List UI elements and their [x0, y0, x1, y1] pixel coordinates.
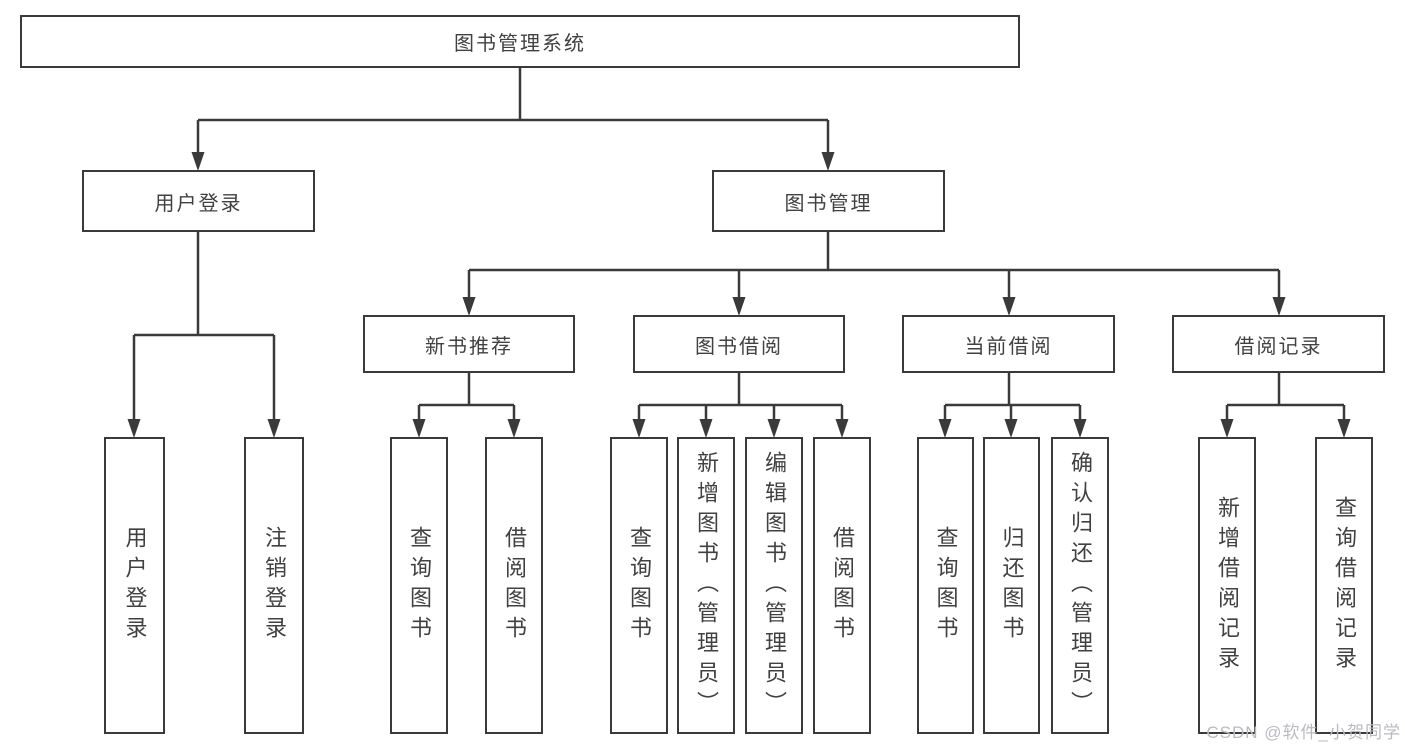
- node-borrow-records: 借阅记录: [1172, 315, 1385, 373]
- connector-new-book-recommend-to-leaves: [417, 373, 516, 420]
- connector-borrow-records-to-leaves: [1225, 373, 1346, 420]
- leaf-label: 新增图书（管理员）: [694, 450, 719, 721]
- leaf-label: 编辑图书（管理员）: [762, 450, 787, 721]
- node-library-management-system: 图书管理系统: [20, 15, 1020, 68]
- leaf-label: 确认归还（管理员）: [1068, 450, 1093, 721]
- connector-user-login-to-leaves: [132, 232, 276, 420]
- connector-book-management-to-level3: [467, 232, 1281, 298]
- leaf-label: 新增借阅记录: [1215, 495, 1240, 676]
- node-user-login: 用户登录: [82, 170, 315, 232]
- connector-root-to-level2: [196, 68, 830, 153]
- leaf-label: 查询图书: [627, 525, 652, 646]
- leaf-borrow-books: 借阅图书: [813, 437, 871, 734]
- leaf-label: 查询借阅记录: [1332, 495, 1357, 676]
- leaf-label: 归还图书: [999, 525, 1025, 646]
- leaf-query-borrow-record: 查询借阅记录: [1315, 437, 1373, 734]
- leaf-return-books: 归还图书: [983, 437, 1040, 734]
- leaf-add-books-admin: 新增图书（管理员）: [677, 437, 735, 734]
- leaf-label: 用户登录: [122, 525, 148, 646]
- leaf-query-books-recommend: 查询图书: [390, 437, 448, 734]
- leaf-edit-books-admin: 编辑图书（管理员）: [745, 437, 803, 734]
- leaf-borrow-books-recommend: 借阅图书: [485, 437, 543, 734]
- leaf-label: 查询图书: [933, 525, 959, 646]
- leaf-label: 注销登录: [262, 525, 287, 646]
- leaf-query-books-borrow: 查询图书: [610, 437, 668, 734]
- node-book-management: 图书管理: [712, 170, 945, 232]
- csdn-watermark: CSDN @软件_小贺同学: [1206, 723, 1401, 742]
- connector-book-borrow-to-leaves: [637, 373, 844, 420]
- node-book-borrow: 图书借阅: [633, 315, 845, 373]
- leaf-user-login: 用户登录: [104, 437, 165, 734]
- node-new-book-recommend: 新书推荐: [363, 315, 575, 373]
- leaf-add-borrow-record: 新增借阅记录: [1198, 437, 1256, 734]
- node-current-borrow: 当前借阅: [902, 315, 1115, 373]
- leaf-label: 查询图书: [407, 525, 432, 646]
- leaf-label: 借阅图书: [502, 525, 527, 646]
- leaf-label: 借阅图书: [830, 525, 855, 646]
- leaf-logout: 注销登录: [244, 437, 304, 734]
- leaf-confirm-return-admin: 确认归还（管理员）: [1051, 437, 1109, 734]
- leaf-query-books-current: 查询图书: [917, 437, 974, 734]
- connector-current-borrow-to-leaves: [943, 373, 1082, 420]
